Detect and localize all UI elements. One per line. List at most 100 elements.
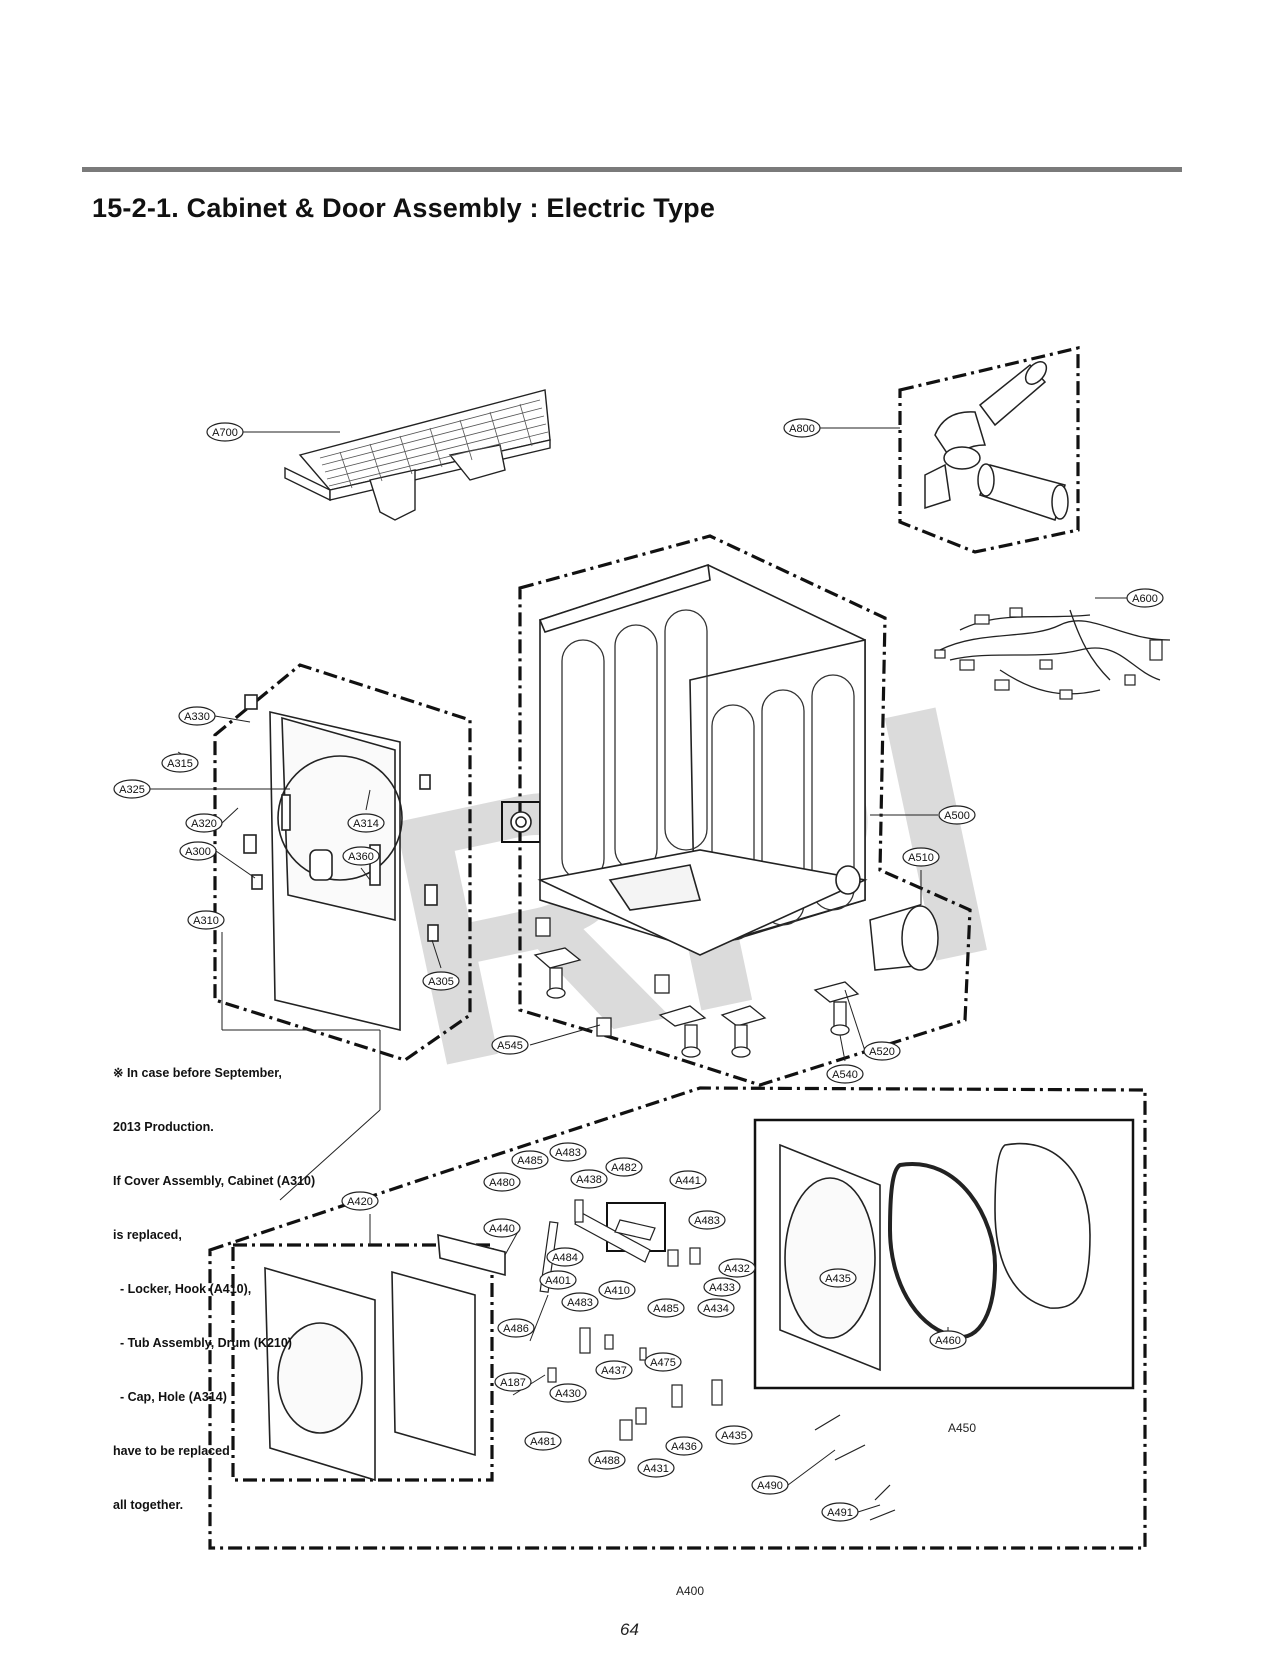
callout-a325: A325	[113, 779, 151, 799]
callout-a482: A482	[605, 1157, 643, 1177]
callout-oval	[497, 1318, 535, 1338]
door-hardware-parts	[539, 1199, 896, 1521]
callout-oval	[178, 706, 216, 726]
callout-text: A305	[428, 976, 454, 988]
callout-oval	[821, 1502, 859, 1522]
callout-text: A490	[757, 1480, 783, 1492]
callout-oval	[783, 418, 821, 438]
callout-oval	[637, 1458, 675, 1478]
callout-oval	[647, 1298, 685, 1318]
callout-text: A434	[703, 1303, 729, 1315]
callout-oval	[697, 1298, 735, 1318]
a310-front-cover	[243, 694, 439, 1032]
callout-a510: A510	[902, 847, 940, 867]
callout-text: A430	[555, 1388, 581, 1400]
callout-text: A510	[908, 852, 934, 864]
callout-oval	[161, 753, 199, 773]
callout-a485: A485	[511, 1150, 549, 1170]
callout-a305: A305	[422, 971, 460, 991]
callout-oval	[751, 1475, 789, 1495]
callout-oval	[549, 1383, 587, 1403]
callout-text: A300	[185, 846, 211, 858]
callout-a435: A435	[819, 1268, 857, 1288]
callout-a500: A500	[938, 805, 976, 825]
note-line: - Tub Assembly, Drum (K210)	[113, 1336, 292, 1350]
callout-a485: A485	[647, 1298, 685, 1318]
callout-oval	[605, 1157, 643, 1177]
callout-text: A545	[497, 1040, 523, 1052]
callout-oval	[422, 971, 460, 991]
callout-a486: A486	[497, 1318, 535, 1338]
callout-a315: A315	[161, 753, 199, 773]
callout-oval	[1126, 588, 1164, 608]
callout-a600: A600	[1126, 588, 1164, 608]
note-line: is replaced,	[113, 1228, 182, 1242]
cabinet-group-boundary	[518, 534, 972, 1087]
callout-text: A435	[825, 1273, 851, 1285]
callout-oval	[570, 1169, 608, 1189]
callout-oval	[185, 813, 223, 833]
callout-text: A481	[530, 1436, 556, 1448]
callout-oval	[595, 1360, 633, 1380]
callout-a310: A310	[187, 910, 225, 930]
callout-oval	[863, 1041, 901, 1061]
callout-text: A460	[935, 1335, 961, 1347]
callout-a540: A540	[826, 1064, 864, 1084]
leveling-feet	[533, 917, 860, 1058]
callout-text: A320	[191, 818, 217, 830]
page-number: 64	[620, 1620, 639, 1639]
callout-a481: A481	[524, 1431, 562, 1451]
callout-a401: A401	[539, 1270, 577, 1290]
callout-oval	[938, 805, 976, 825]
callout-oval	[561, 1292, 599, 1312]
callout-text: A325	[119, 784, 145, 796]
callout-a314: A314	[347, 813, 385, 833]
callout-a800: A800	[783, 418, 821, 438]
callout-a440: A440	[483, 1218, 521, 1238]
callout-text: A483	[567, 1297, 593, 1309]
callout-oval	[206, 422, 244, 442]
page-title: 15-2-1. Cabinet & Door Assembly : Electr…	[92, 193, 716, 223]
callout-text: A500	[944, 810, 970, 822]
callout-oval	[703, 1277, 741, 1297]
callout-a491: A491	[821, 1502, 859, 1522]
callout-text: A475	[650, 1357, 676, 1369]
callout-a480: A480	[483, 1172, 521, 1192]
callout-text: A432	[724, 1263, 750, 1275]
callout-oval	[483, 1172, 521, 1192]
a400-group-boundary	[208, 1086, 1147, 1550]
callout-oval	[929, 1330, 967, 1350]
callout-a360: A360	[342, 846, 380, 866]
a450-group-label: A450	[948, 1421, 977, 1435]
callout-text: A485	[653, 1303, 679, 1315]
callout-text: A700	[212, 427, 238, 439]
callout-text: A435	[721, 1430, 747, 1442]
callout-a330: A330	[178, 706, 216, 726]
callout-a300: A300	[179, 841, 217, 861]
callout-oval	[688, 1210, 726, 1230]
callout-a435: A435	[715, 1425, 753, 1445]
callout-oval	[718, 1258, 756, 1278]
note-line: - Cap, Hole (A314)	[113, 1390, 227, 1404]
callout-text: A401	[545, 1275, 571, 1287]
callout-text: A436	[671, 1441, 697, 1453]
a450-group-box	[753, 1118, 1135, 1390]
callout-text: A438	[576, 1174, 602, 1186]
callout-a432: A432	[718, 1258, 756, 1278]
a800-exhaust-duct	[924, 361, 1069, 521]
callout-oval	[483, 1218, 521, 1238]
callout-a420: A420	[341, 1191, 379, 1211]
a420-group-boundary	[231, 1243, 494, 1482]
callout-oval	[187, 910, 225, 930]
callout-a700: A700	[206, 422, 244, 442]
header-rule	[82, 167, 1182, 172]
callout-text: A441	[675, 1175, 701, 1187]
callout-text: A420	[347, 1196, 373, 1208]
callout-text: A431	[643, 1463, 669, 1475]
callout-oval	[341, 1191, 379, 1211]
a500-cabinet	[510, 563, 868, 956]
callout-oval	[715, 1425, 753, 1445]
callout-text: A187	[500, 1377, 526, 1389]
callout-text: A483	[555, 1147, 581, 1159]
